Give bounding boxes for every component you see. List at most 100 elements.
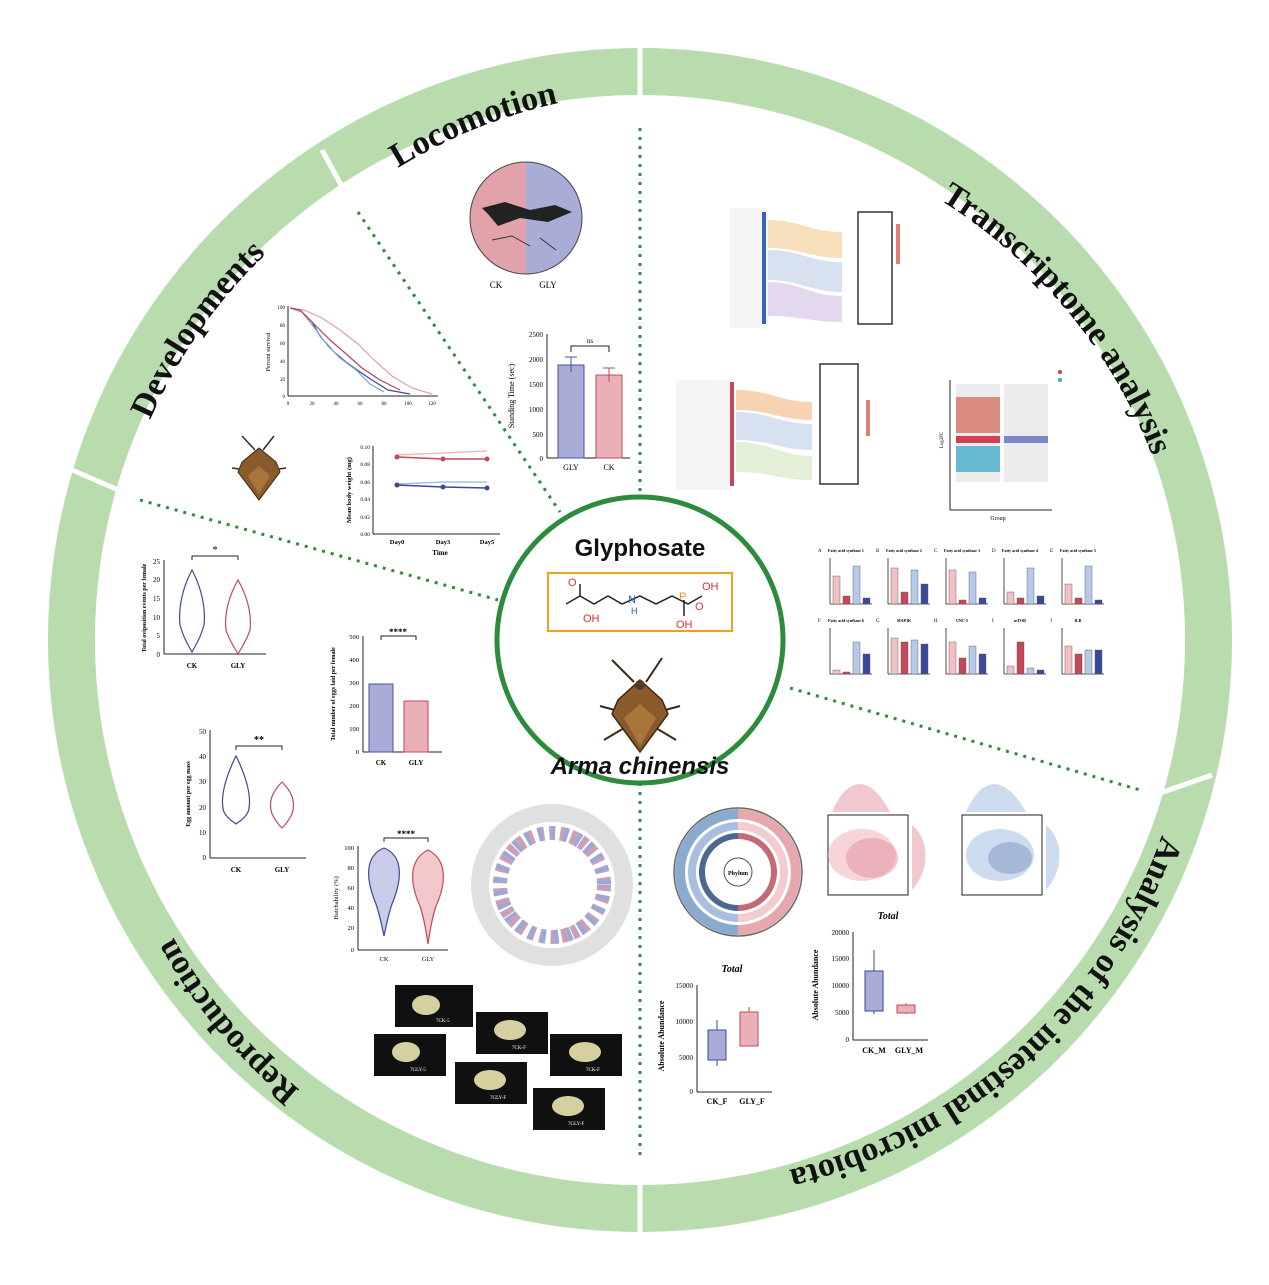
downregulated-points: [956, 446, 1000, 472]
qpcr-bar: [968, 645, 977, 675]
xtick: Day5: [480, 539, 495, 546]
y-axis-label: Total oviposition events per female: [142, 563, 148, 652]
qpcr-bar: [1064, 583, 1073, 605]
qpcr-bar: [890, 637, 899, 675]
qpcr-bar: [920, 583, 929, 605]
x-tick: GLY: [275, 866, 290, 874]
x-tick: CK: [379, 956, 388, 963]
ytick: 10: [199, 829, 207, 837]
panel-letter: J: [1050, 619, 1052, 624]
ytick: 0: [356, 749, 359, 756]
qpcr-bar: [1064, 645, 1073, 675]
heatmap-center: [518, 851, 586, 919]
formula-box: [547, 572, 733, 632]
ytick: 25: [153, 558, 161, 566]
x-tick: GLY: [563, 463, 579, 472]
formula-oh3: OH: [676, 619, 693, 631]
formula-bonds: [565, 595, 703, 605]
volcano-plot: Log2FC Group: [940, 370, 1062, 522]
xtick: 60: [358, 402, 364, 407]
sankey-plot-bottom: [676, 363, 870, 490]
x-tick: CK: [376, 759, 387, 767]
panel-letter: E: [1050, 549, 1053, 554]
development-panel: Percent survival 100 80 60 40 20 0 0 20 …: [231, 306, 500, 557]
ytick: 15: [153, 595, 161, 603]
x-axis-label: Group: [990, 516, 1005, 522]
ytick: 2000: [529, 356, 544, 364]
qpcr-bar: [948, 569, 957, 605]
ytick: 80: [348, 865, 355, 872]
ytick: 400: [349, 657, 359, 664]
compound-name: Glyphosate: [575, 535, 706, 562]
qpcr-bar: [978, 597, 987, 605]
panel-title: MAP3K: [897, 618, 912, 623]
significance-label: ns: [587, 337, 594, 345]
qpcr-bar: [1084, 649, 1093, 675]
ytick: 0: [351, 947, 354, 954]
weight-series-gly-1: [396, 450, 488, 456]
ytick: 500: [349, 634, 359, 641]
qpcr-bar: [1074, 597, 1083, 605]
formula-o2: O: [695, 601, 704, 613]
box-gly: [896, 1004, 916, 1014]
divider-upper-left: [356, 211, 562, 513]
y-axis-label: Log2FC: [940, 431, 945, 448]
circular-heatmap: [471, 804, 633, 966]
xtick: Day0: [390, 539, 404, 546]
formula-p: P: [679, 591, 686, 603]
standing-time-chart: 2500 2000 1500 1000 500 0 Standing Time …: [507, 331, 630, 472]
x-tick: GLY: [422, 956, 435, 963]
x-tick: CK_F: [707, 1097, 728, 1106]
pcoa-plot-female: [827, 784, 926, 896]
qpcr-bar: [852, 565, 861, 605]
violin-gly: [225, 578, 251, 656]
formula-o: O: [568, 577, 577, 589]
ytick: 1500: [529, 381, 544, 389]
microbiota-panel: Phylum Total Absolute Abundance 15000 10…: [657, 784, 1060, 1106]
ytick: 0: [203, 854, 207, 862]
qpcr-bar: [948, 641, 957, 675]
divider-right: [789, 686, 1141, 792]
ytick: 100: [349, 726, 359, 733]
xtick: 20: [310, 402, 316, 407]
ring-divider: [71, 467, 131, 498]
pcoa-plot-male: [961, 784, 1060, 896]
qpcr-bar: [842, 595, 851, 605]
significance-label: ****: [389, 627, 408, 637]
ytick: 30: [199, 778, 207, 786]
qpcr-bar: [862, 597, 871, 605]
formula-h: H: [631, 606, 638, 616]
panel-letter: B: [876, 549, 880, 554]
formula-oh: OH: [583, 613, 600, 625]
ytick: 20: [153, 576, 161, 584]
panel-letter: D: [992, 549, 996, 554]
curve-gly-1: [289, 307, 433, 395]
qpcr-bar: [862, 653, 871, 675]
y-axis-label: Total number of eggs laid per female: [331, 647, 337, 741]
reproduction-panel: Total oviposition events per female 25 2…: [142, 545, 633, 1130]
survival-curve-chart: Percent survival 100 80 60 40 20 0 0 20 …: [266, 306, 438, 407]
ytick: 0.06: [360, 480, 370, 486]
hatchability-violin-chart: Hatchability (%) 100 80 60 40 20 0 **** …: [333, 829, 448, 963]
x-tick: CK_M: [862, 1046, 886, 1055]
ytick: 300: [349, 680, 359, 687]
x-tick: CK: [231, 866, 242, 874]
ytick: 40: [280, 360, 286, 365]
stink-bug-illustration-center: [599, 657, 681, 754]
track-arena: [469, 161, 583, 275]
y-axis-label: Egg amount per egg mass: [186, 761, 192, 827]
ring-divider: [1139, 772, 1213, 803]
ytick: 20: [199, 804, 207, 812]
ovary-label: 7CK-5: [436, 1019, 450, 1024]
qpcr-bar: [842, 671, 851, 675]
ytick: 5000: [835, 1009, 850, 1017]
box-ck: [707, 1029, 727, 1061]
panel-letter: I: [992, 619, 994, 624]
